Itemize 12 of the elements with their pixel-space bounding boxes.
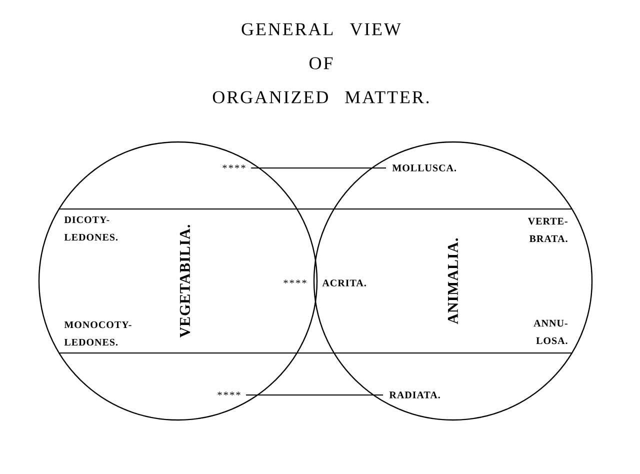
label: MONOCOTY- LEDONES. (64, 321, 132, 346)
asterisks: **** (222, 164, 246, 168)
label: ANNU- LOSA. (534, 320, 568, 344)
label: MOLLUSCA. (392, 164, 456, 172)
connector-line (246, 394, 384, 396)
title: GENERAL VIEW OF ORGANIZED MATTER. (212, 23, 429, 104)
asterisks: **** (218, 392, 240, 396)
asterisks: **** (284, 280, 306, 284)
label: VERTE- BRATA. (528, 218, 568, 242)
label: ACRITA. (322, 280, 366, 286)
label: DICOTY- LEDONES. (64, 216, 118, 241)
label: RADIATA. (389, 392, 440, 398)
